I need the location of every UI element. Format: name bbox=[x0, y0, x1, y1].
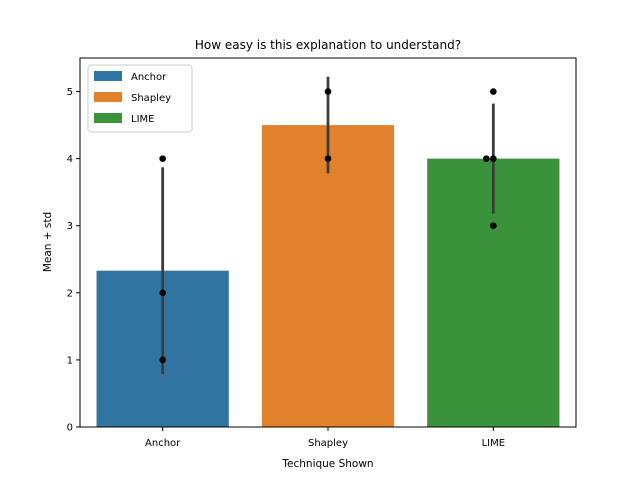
bar-shapley bbox=[261, 125, 395, 427]
data-point-shapley bbox=[324, 88, 332, 95]
y-tick-label: 1 bbox=[67, 355, 73, 366]
legend-swatch-shapley bbox=[94, 92, 122, 102]
legend-label-lime: LIME bbox=[131, 114, 154, 125]
data-point-lime bbox=[490, 222, 497, 230]
legend-swatch-lime bbox=[94, 113, 122, 123]
x-tick-label: Shapley bbox=[308, 438, 348, 449]
x-axis-label: Technique Shown bbox=[281, 458, 373, 470]
y-axis-label: Mean + std bbox=[42, 212, 54, 272]
y-tick-label: 5 bbox=[67, 87, 73, 98]
y-tick-label: 0 bbox=[67, 423, 73, 434]
x-tick-label: LIME bbox=[482, 438, 505, 449]
y-tick-label: 4 bbox=[67, 154, 73, 165]
data-points-group bbox=[159, 88, 497, 364]
data-point-anchor bbox=[159, 155, 166, 162]
y-tick-label: 3 bbox=[67, 221, 73, 232]
legend-label-shapley: Shapley bbox=[131, 93, 171, 104]
legend-label-anchor: Anchor bbox=[131, 72, 167, 83]
data-point-lime bbox=[490, 88, 497, 95]
y-axis: 0 1 2 3 4 5 bbox=[67, 87, 80, 434]
data-point-anchor bbox=[159, 289, 166, 297]
data-point-anchor bbox=[159, 356, 166, 364]
x-axis: Anchor Shapley LIME bbox=[145, 427, 505, 449]
data-point-lime bbox=[483, 155, 490, 162]
legend-swatch-anchor bbox=[94, 71, 122, 81]
data-point-shapley bbox=[324, 155, 332, 162]
chart-title: How easy is this explanation to understa… bbox=[195, 38, 461, 52]
data-point-lime bbox=[490, 155, 497, 162]
y-tick-label: 2 bbox=[67, 288, 73, 299]
bars-group bbox=[96, 125, 560, 428]
x-tick-label: Anchor bbox=[145, 438, 181, 449]
